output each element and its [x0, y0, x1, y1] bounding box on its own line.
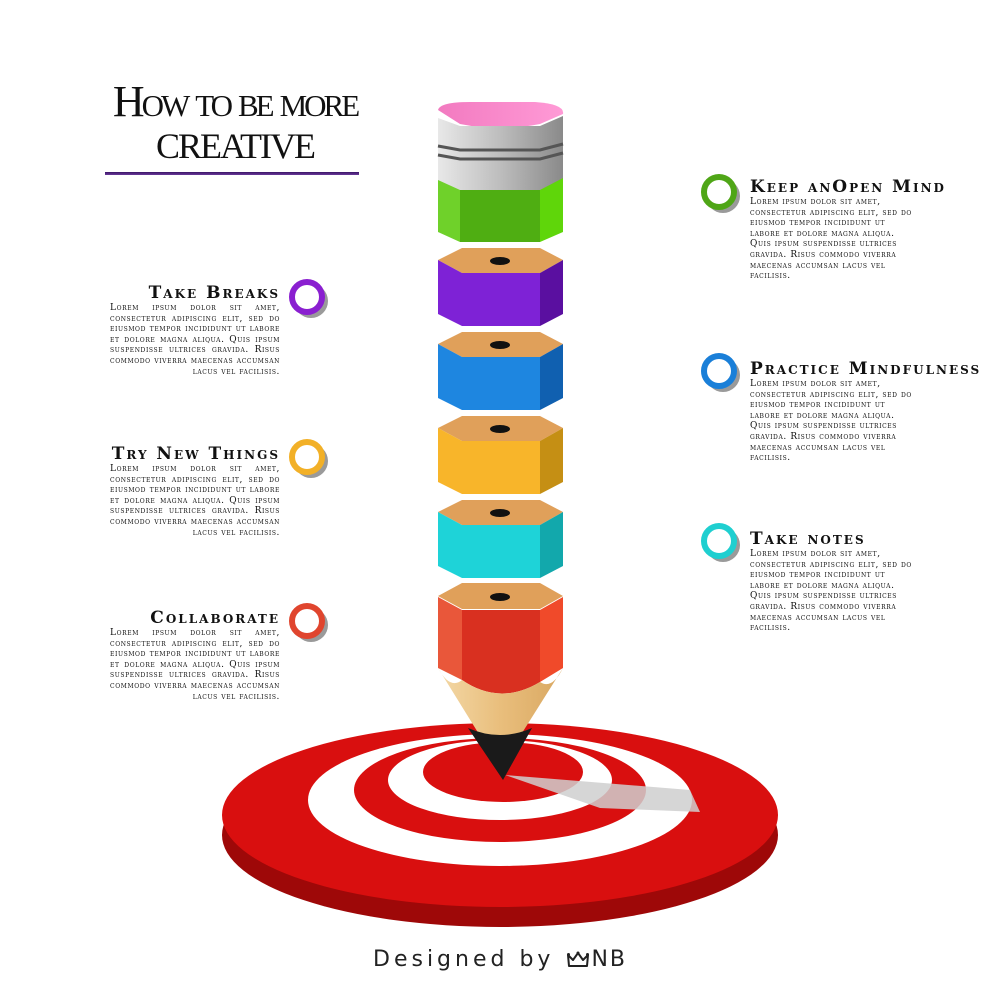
- bullet-ring-try-new-things: [289, 439, 325, 475]
- item-practice-mindfulness: Practice Mindfulness Lorem ipsum dolor s…: [750, 359, 982, 464]
- bullet-ring-take-notes: [701, 523, 737, 559]
- item-take-breaks: Take Breaks Lorem ipsum dolor sit amet, …: [110, 283, 280, 377]
- item-collaborate: Collaborate Lorem ipsum dolor sit amet, …: [110, 608, 280, 702]
- pencil-segments: [438, 248, 563, 578]
- item-heading: Take notes: [750, 529, 866, 549]
- title-line-1: How to be more: [112, 77, 360, 126]
- designer-credit: Designed by NB: [0, 947, 1000, 972]
- page-title: How to be more creative: [70, 80, 400, 168]
- item-body: Lorem ipsum dolor sit amet, consectetur …: [750, 379, 912, 464]
- item-try-new-things: Try New Things Lorem ipsum dolor sit ame…: [110, 444, 280, 538]
- ferrule-band: [438, 116, 563, 196]
- item-body: Lorem ipsum dolor sit amet, consectetur …: [110, 628, 280, 702]
- item-heading: Practice Mindfulness: [750, 359, 982, 379]
- bullet-ring-collaborate: [289, 603, 325, 639]
- bullet-ring-take-breaks: [289, 279, 325, 315]
- pencil-segment-yellow: [438, 416, 563, 494]
- pencil-wood-tip: [438, 668, 563, 760]
- item-heading: Keep anOpen Mind: [750, 177, 946, 197]
- item-body: Lorem ipsum dolor sit amet, consectetur …: [750, 549, 912, 634]
- item-heading: Try New Things: [111, 444, 280, 464]
- item-body: Lorem ipsum dolor sit amet, consectetur …: [750, 197, 912, 282]
- green-segment-side: [540, 178, 563, 242]
- pencil-red-segment: [438, 583, 563, 780]
- item-heading: Take Breaks: [148, 283, 280, 303]
- bullet-ring-practice-mindfulness: [701, 353, 737, 389]
- credit-initials: NB: [591, 947, 627, 972]
- item-keep-open-mind: Keep anOpen Mind Lorem ipsum dolor sit a…: [750, 177, 946, 282]
- pencil-segment-cyan: [438, 500, 563, 578]
- eraser-top: [438, 102, 564, 128]
- title-line-2: creative: [156, 126, 316, 166]
- pencil-shadow: [505, 775, 700, 812]
- pencil-segment-blue: [438, 332, 563, 410]
- pencil-top: [437, 102, 564, 242]
- bullet-ring-keep-open-mind: [701, 174, 737, 210]
- crown-icon: [567, 951, 590, 967]
- title-underline: [105, 172, 359, 175]
- item-take-notes: Take notes Lorem ipsum dolor sit amet, c…: [750, 529, 918, 634]
- credit-prefix: Designed by: [373, 947, 555, 972]
- item-heading: Collaborate: [150, 608, 280, 628]
- pencil-segment-purple: [438, 248, 563, 326]
- target-board: [222, 723, 778, 927]
- pencil-lead: [468, 728, 532, 780]
- item-body: Lorem ipsum dolor sit amet, consectetur …: [110, 303, 280, 377]
- item-body: Lorem ipsum dolor sit amet, consectetur …: [110, 464, 280, 538]
